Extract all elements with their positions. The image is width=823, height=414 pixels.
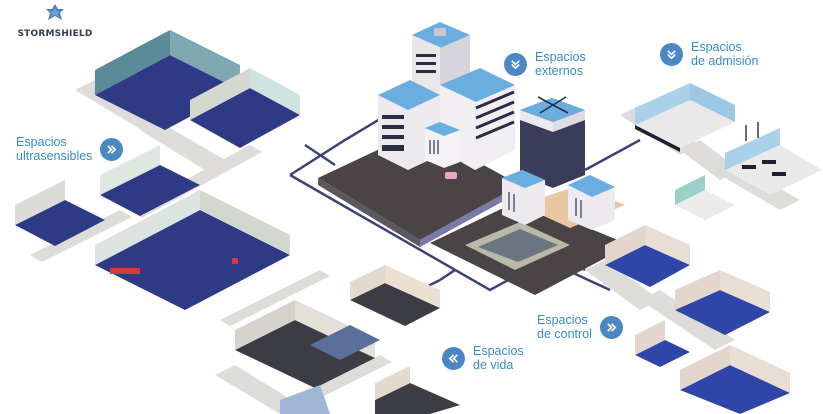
callout-line1: Espacios <box>537 313 588 327</box>
callout-espacios-control[interactable]: Espacios de control <box>537 313 623 341</box>
rooms-vida <box>235 265 460 414</box>
star-shield-icon <box>46 4 64 20</box>
callout-espacios-vida[interactable]: Espacios de vida <box>442 344 524 372</box>
chevrons-left-icon <box>448 353 458 363</box>
callout-espacios-ultrasensibles[interactable]: Espacios ultrasensibles <box>16 135 124 163</box>
brand-name: STORMSHIELD <box>17 29 93 39</box>
rooms-admision <box>635 83 822 220</box>
callout-line2: externos <box>535 64 583 78</box>
rooms-control <box>605 225 790 414</box>
control-nav-button[interactable] <box>599 315 623 339</box>
callout-line2: de vida <box>473 358 514 372</box>
chevrons-down-icon <box>667 49 676 59</box>
callout-espacios-admision[interactable]: Espacios de admisión <box>660 40 758 68</box>
callout-line2: ultrasensibles <box>16 149 93 163</box>
chevrons-right-icon <box>607 322 617 332</box>
callout-line1: Espacios <box>535 50 586 64</box>
vida-nav-button[interactable] <box>442 346 465 370</box>
callout-line1: Espacios <box>16 135 67 149</box>
rooms-ultrasensibles <box>15 30 300 310</box>
callout-line2: de admisión <box>691 54 759 68</box>
ultrasensibles-nav-button[interactable] <box>100 137 124 161</box>
externos-nav-button[interactable] <box>504 52 527 76</box>
stormshield-logo[interactable]: STORMSHIELD <box>10 3 100 39</box>
helipad-tower <box>502 96 615 230</box>
callout-line1: Espacios <box>473 344 524 358</box>
callout-line2: de control <box>537 327 592 341</box>
chevrons-right-icon <box>107 144 117 154</box>
callout-line1: Espacios <box>691 40 742 54</box>
chevrons-down-icon <box>511 59 520 69</box>
main-hospital-buildings <box>378 22 515 170</box>
callout-espacios-externos[interactable]: Espacios externos <box>504 50 586 78</box>
admision-nav-button[interactable] <box>660 42 683 66</box>
